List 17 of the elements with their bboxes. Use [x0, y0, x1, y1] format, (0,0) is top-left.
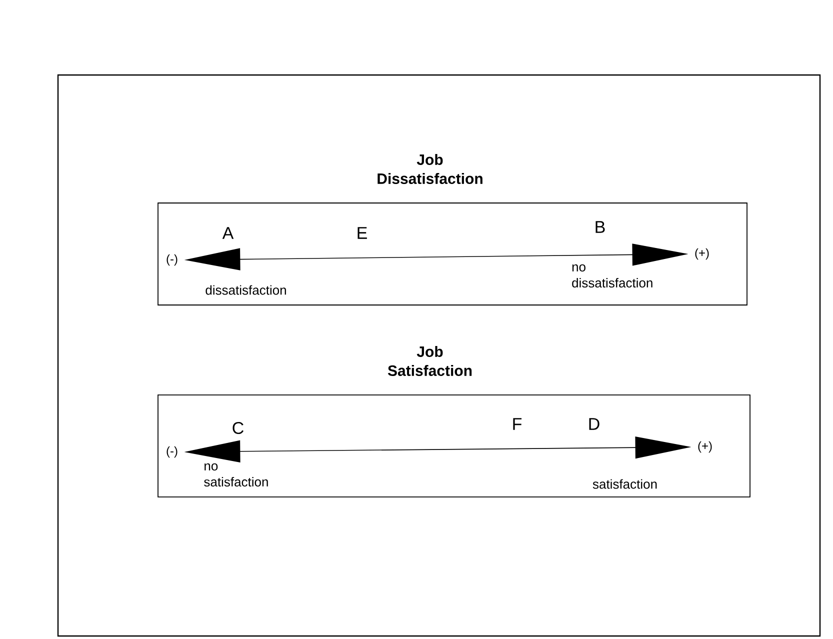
heading: Job Satisfaction	[388, 346, 472, 376]
point-letter: A	[222, 227, 234, 239]
scale-label: no satisfaction	[204, 463, 268, 487]
scale-label: dissatisfaction	[206, 285, 286, 295]
sign-label: (-)	[166, 446, 178, 458]
sign-label: (-)	[166, 254, 178, 266]
sign-label: (+)	[695, 248, 709, 260]
scale-label: satisfaction	[592, 479, 657, 489]
scale-label: no dissatisfaction	[572, 264, 652, 288]
sign-label: (+)	[698, 441, 712, 453]
frame	[57, 74, 821, 637]
point-letter: C	[232, 422, 244, 434]
point-letter: B	[596, 221, 605, 233]
heading: Job Dissatisfaction	[378, 154, 482, 184]
point-letter: E	[358, 227, 367, 239]
point-letter: D	[589, 418, 600, 430]
point-letter: F	[513, 418, 522, 430]
